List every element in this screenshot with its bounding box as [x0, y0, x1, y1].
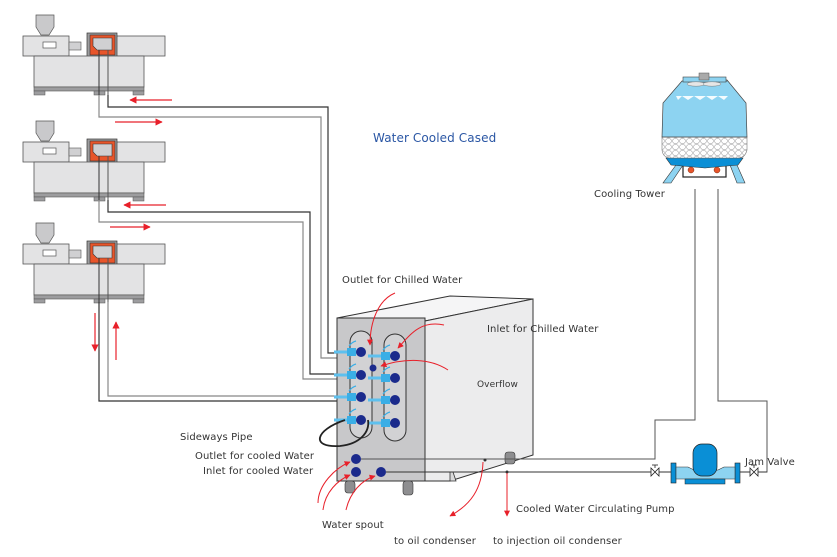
circulating-pump: [670, 443, 741, 485]
pump-flange-right: [734, 462, 741, 484]
fan-blade: [686, 81, 706, 87]
machine-foot: [132, 196, 145, 202]
pipe-m1-return: [107, 95, 342, 354]
machine-foot: [33, 196, 46, 202]
manifold-connector: [334, 340, 366, 357]
machine-foot: [132, 298, 145, 304]
manifold-connector: [334, 385, 366, 402]
jam-valve-label: Jam Valve: [745, 457, 795, 468]
inlet-cooled-port-2: [376, 467, 386, 477]
junction: [505, 470, 509, 474]
arrow-overflow: [380, 359, 449, 371]
pipe-m2-return: [107, 200, 342, 375]
pump-flange-left: [670, 462, 677, 484]
water-spout-label: Water spout: [322, 520, 384, 531]
tower-port: [713, 166, 721, 174]
machine-base: [33, 161, 145, 194]
manifold-connector: [368, 411, 400, 428]
cabinet-foot: [504, 451, 516, 465]
manifold-connector: [368, 388, 400, 405]
tower-leg: [729, 164, 746, 184]
arrow-water-spout-3: [345, 474, 376, 511]
tower-body: [661, 79, 748, 138]
sideways-pipe: [318, 419, 370, 447]
cabinet-foot: [344, 480, 356, 494]
hopper: [35, 222, 55, 244]
inlet-cooled-label: Inlet for cooled Water: [203, 466, 314, 477]
clamp-unit: [113, 243, 166, 265]
inlet-cooled-port: [351, 467, 361, 477]
hopper: [35, 120, 55, 142]
to-injection-oil-condenser-label: to injection oil condenser: [493, 536, 622, 547]
tower-port: [687, 166, 695, 174]
pipe-m2-supply: [98, 200, 342, 380]
manifold-right: [383, 333, 407, 442]
pump-label: Cooled Water Circulating Pump: [516, 504, 675, 515]
overflow-port: [369, 364, 377, 372]
line-pump-to-tower: [717, 189, 768, 473]
injection-machine-2: [22, 120, 166, 202]
jam-valve: [749, 464, 759, 477]
cooling-tower-label: Cooling Tower: [594, 189, 665, 200]
fan-blade: [702, 81, 722, 87]
callout-arrows: [317, 292, 510, 517]
pipe-m3-return: [107, 302, 342, 397]
tower-fill: [661, 136, 748, 159]
manifold-connector: [334, 363, 366, 380]
valve-left: [650, 464, 660, 477]
pipe-m3-supply: [98, 302, 342, 402]
line-outlet-cooled: [361, 189, 696, 460]
machine-foot: [33, 90, 46, 96]
cabinet-foot: [402, 480, 414, 496]
flow-arrows: [91, 96, 172, 360]
hopper: [35, 14, 55, 36]
fan-motor: [698, 72, 710, 81]
mold-cavity: [92, 37, 113, 51]
tower-leg: [662, 164, 684, 184]
machine-base: [33, 55, 145, 88]
outlet-cooled-label: Outlet for cooled Water: [195, 451, 315, 462]
sideways-pipe-label: Sideways Pipe: [180, 432, 253, 443]
arrow-water-spout-2: [322, 474, 351, 511]
pipe-m1-supply: [98, 95, 342, 359]
chiller-cabinet: [318, 295, 534, 496]
mold-cavity: [92, 143, 113, 157]
outlet-cooled-port: [351, 454, 361, 464]
arrow-water-spout-1: [317, 461, 351, 504]
manifold-connector: [368, 344, 400, 361]
machine-base: [33, 263, 145, 296]
arrow-outlet-chilled: [367, 292, 396, 346]
machine-foot: [33, 298, 46, 304]
overflow-label: Overflow: [477, 380, 518, 390]
clamp-unit: [113, 141, 166, 163]
manifold-connector: [334, 408, 366, 425]
arrow-to-oil-condenser: [449, 461, 484, 517]
to-oil-condenser-label: to oil condenser: [394, 536, 476, 547]
cooling-tower: [661, 72, 748, 184]
pump-motor: [692, 443, 718, 477]
clamp-unit: [113, 35, 166, 57]
arrow-inlet-chilled: [397, 323, 445, 349]
inlet-chilled-label: Inlet for Chilled Water: [487, 324, 599, 335]
machine-foot: [132, 90, 145, 96]
injection-machine-1: [22, 14, 166, 96]
chilled-water-pipes: [98, 95, 342, 402]
outlet-chilled-label: Outlet for Chilled Water: [342, 275, 463, 286]
tower-spray-marks: [676, 96, 728, 100]
pump-base: [684, 478, 726, 485]
injection-machine-3: [22, 222, 166, 304]
junction: [483, 458, 487, 462]
manifold-connector: [368, 366, 400, 383]
diagram-title: Water Cooled Cased: [373, 131, 497, 145]
mold-cavity: [92, 245, 113, 259]
